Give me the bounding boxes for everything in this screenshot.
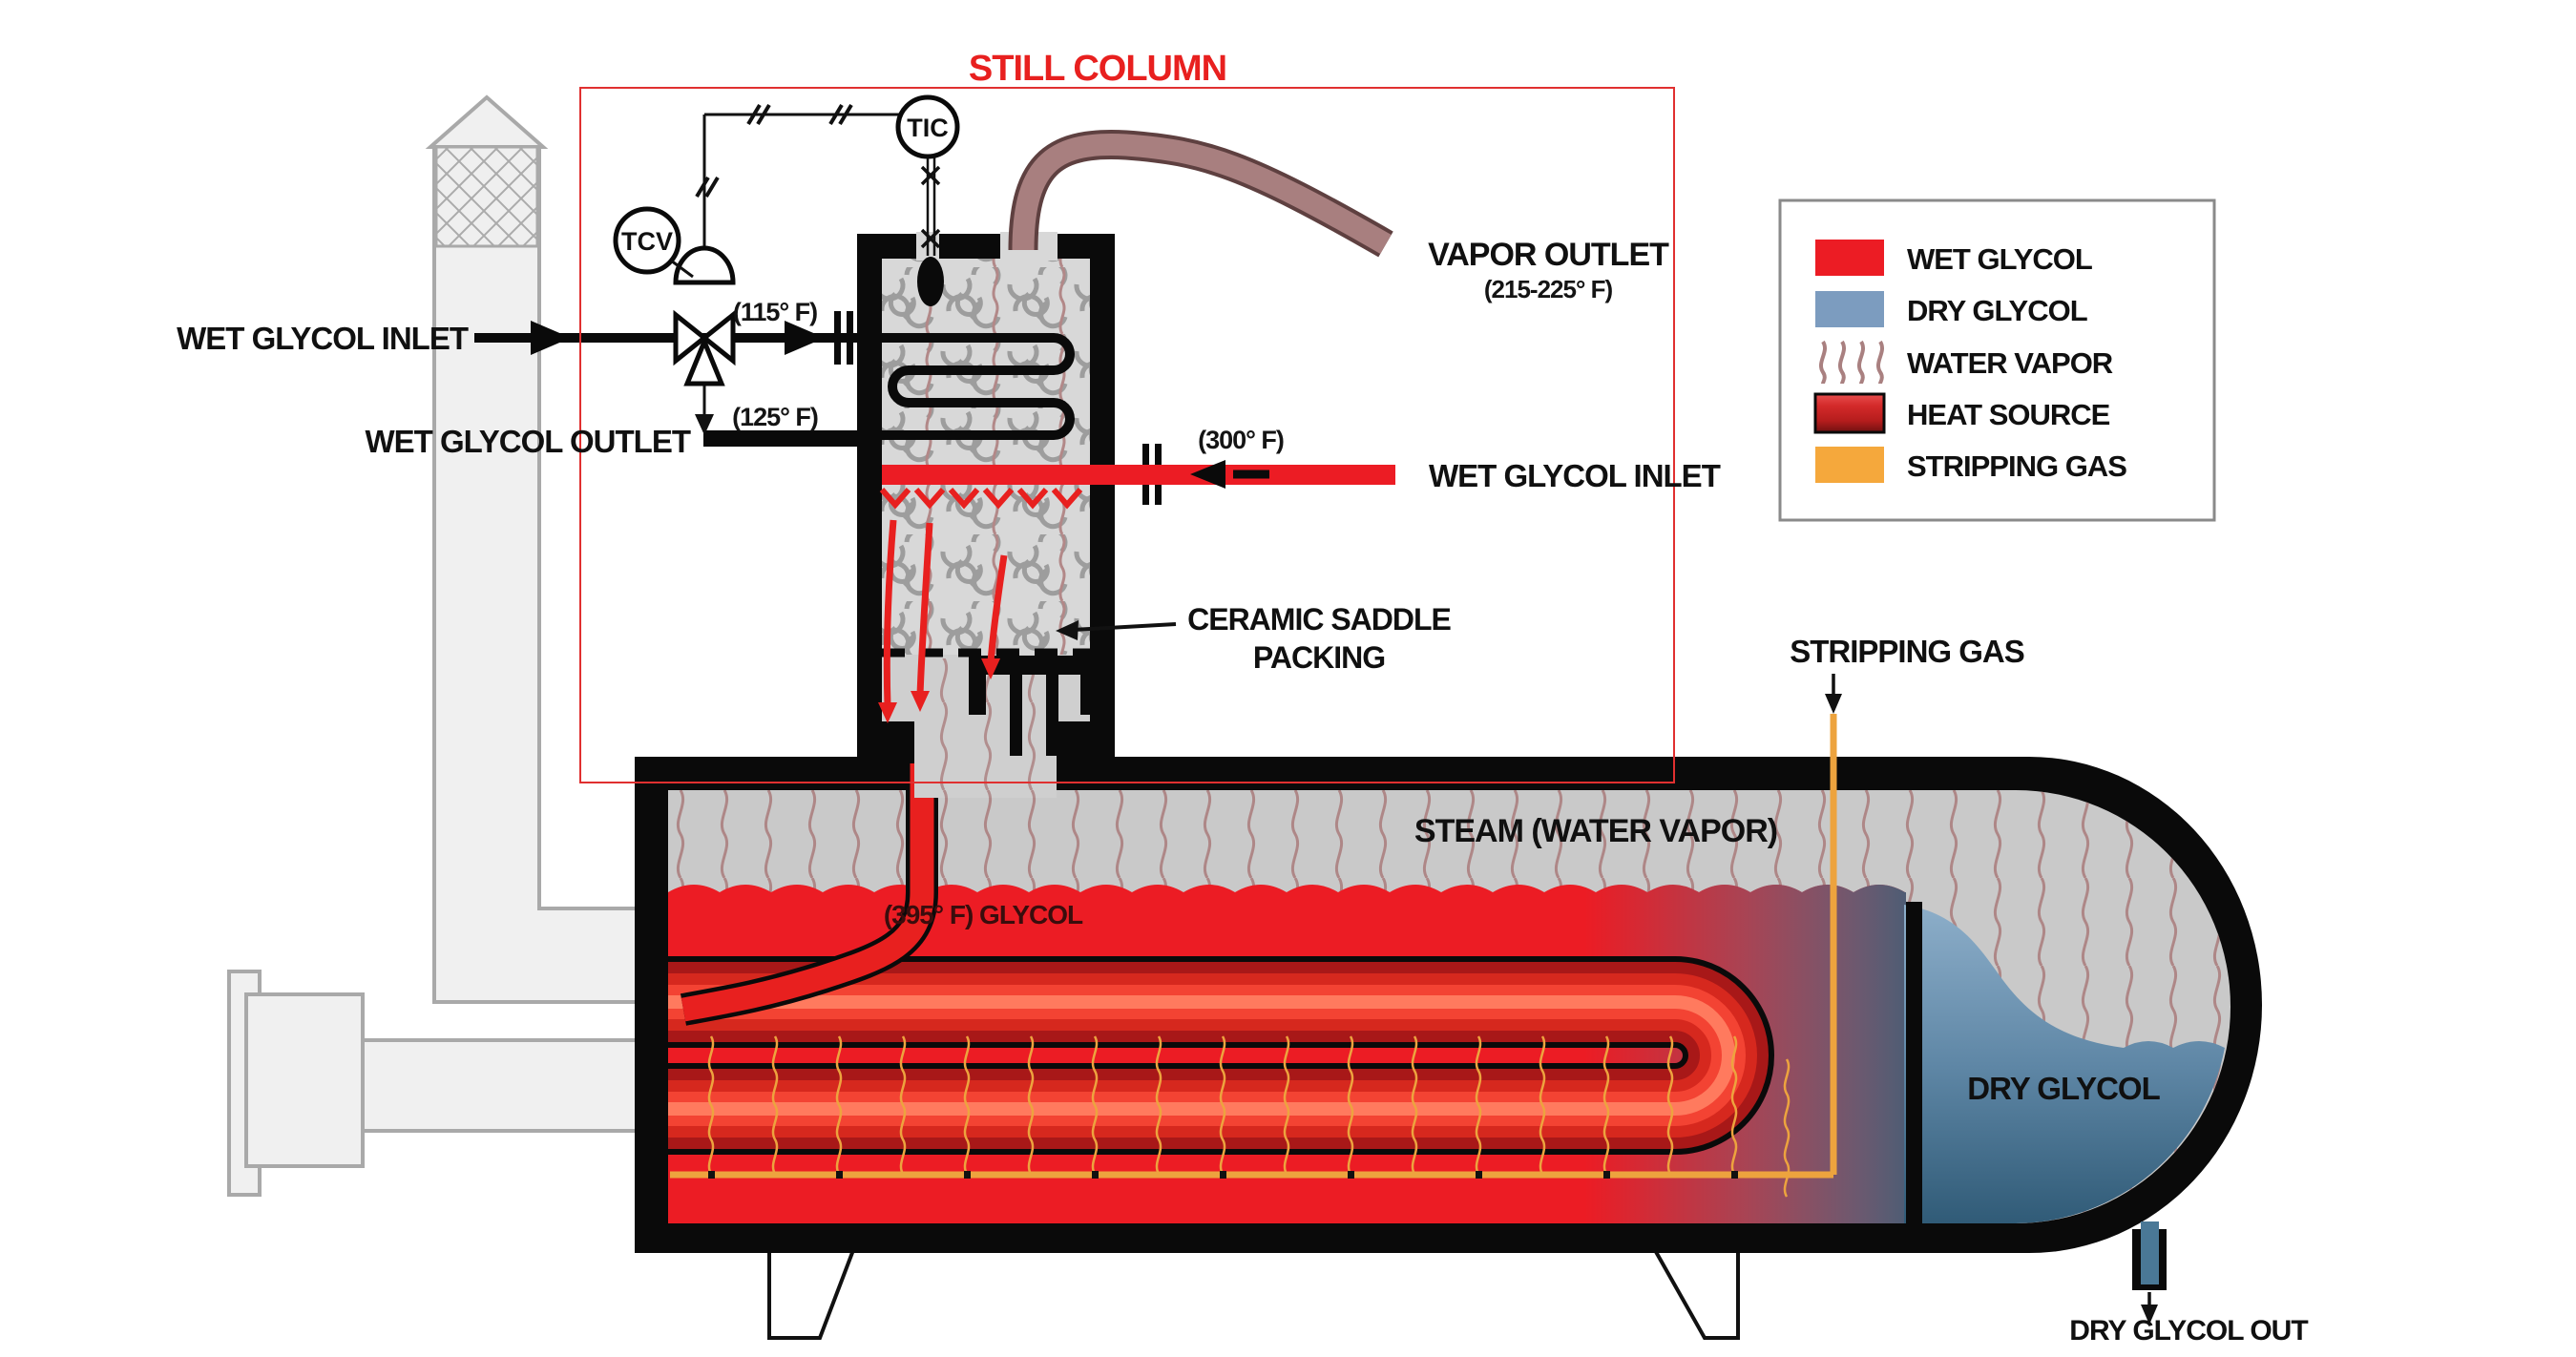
legend-label-water-vapor: WATER VAPOR bbox=[1907, 346, 2113, 380]
vapor-riser-hat bbox=[969, 656, 1098, 756]
right-inlet-pipe bbox=[1115, 460, 1395, 489]
glycol-downcomer bbox=[680, 714, 938, 1026]
vessel-leg-right bbox=[1651, 1248, 1740, 1340]
stripping-gas-sparger bbox=[670, 1034, 1833, 1199]
still-column bbox=[703, 232, 1395, 798]
legend-label-stripping-gas: STRIPPING GAS bbox=[1907, 449, 2126, 483]
burner-duct bbox=[361, 1038, 670, 1133]
burner-box bbox=[244, 992, 365, 1168]
reflux-arrows bbox=[878, 519, 1008, 723]
stripping-gas-label: STRIPPING GAS bbox=[1790, 634, 2024, 669]
reboiler-vessel bbox=[635, 714, 2262, 1290]
glycol-temp-label: (395° F) GLYCOL bbox=[884, 900, 1083, 929]
temperature-control-valve bbox=[673, 115, 736, 435]
tic-label: TIC bbox=[907, 114, 949, 142]
instrument-bubbles: TCV TIC bbox=[613, 94, 960, 279]
tcv-label: TCV bbox=[621, 227, 673, 256]
dry-glycol-out-label: DRY GLYCOL OUT bbox=[2069, 1315, 2308, 1347]
leader-arrows bbox=[1056, 620, 2158, 1325]
legend-swatch-stripping-gas bbox=[1815, 447, 1884, 483]
flow-arrow-right-icon bbox=[785, 321, 825, 355]
wet-glycol-inlet-left-label: WET GLYCOL INLET bbox=[177, 321, 469, 356]
wet-glycol-inlet-right-label: WET GLYCOL INLET bbox=[1429, 458, 1721, 493]
stack-mesh bbox=[434, 145, 539, 248]
inlet-piping bbox=[474, 321, 857, 447]
vessel-legs bbox=[767, 1248, 1740, 1340]
vapor-outlet-temp-label: (215-225° F) bbox=[1484, 275, 1613, 303]
dry-glycol-label: DRY GLYCOL bbox=[1967, 1071, 2160, 1106]
temperature-probe bbox=[917, 257, 944, 306]
reflux-coil bbox=[703, 333, 1075, 440]
stripping-gas-arrow-icon bbox=[1825, 694, 1842, 714]
signal-lines bbox=[695, 103, 944, 306]
legend-swatch-wet-glycol bbox=[1815, 240, 1884, 276]
fire-tube bbox=[668, 956, 1774, 1155]
legend-swatch-water-vapor bbox=[1819, 340, 1884, 385]
flow-arrow-left-icon bbox=[1190, 460, 1225, 489]
legend-swatch-dry-glycol bbox=[1815, 291, 1884, 327]
legend-label-heat-source: HEAT SOURCE bbox=[1907, 398, 2110, 431]
valve-actuator-dome bbox=[673, 245, 736, 285]
steam-label: STEAM (WATER VAPOR) bbox=[1414, 813, 1777, 849]
inlet-temp-label: (115° F) bbox=[733, 298, 817, 326]
ceramic-packing-arrow-icon bbox=[1056, 620, 1079, 640]
tic-bubble bbox=[895, 94, 960, 159]
burner-assembly bbox=[227, 970, 670, 1197]
column-packing bbox=[882, 259, 1090, 655]
ceramic-packing-label-2: PACKING bbox=[1253, 640, 1385, 675]
dry-glycol-liquid bbox=[1904, 905, 2225, 1223]
spray-chevrons bbox=[879, 488, 1083, 510]
ceramic-packing-label-1: CERAMIC SADDLE bbox=[1187, 602, 1451, 637]
vapor-outlet-label: VAPOR OUTLET bbox=[1428, 237, 1669, 273]
tcv-bubble bbox=[613, 206, 681, 275]
still-column-boundary bbox=[579, 87, 1675, 783]
stack-cap bbox=[425, 94, 549, 149]
outlet-temp-label: (125° F) bbox=[732, 403, 818, 431]
labels: STILL COLUMN WET GLYCOL INLET (115° F) W… bbox=[177, 49, 2309, 1347]
drain-nozzle bbox=[2132, 1221, 2167, 1290]
vapor-outlet-pipe bbox=[1008, 130, 1393, 258]
sparger-nozzles bbox=[708, 1171, 1738, 1179]
weir-baffle bbox=[1906, 902, 1922, 1223]
legend-label-dry-glycol: DRY GLYCOL bbox=[1907, 294, 2087, 327]
wet-glycol-outlet-label: WET GLYCOL OUTLET bbox=[365, 424, 690, 459]
stack-duct bbox=[432, 143, 670, 1004]
flow-arrow-right-icon bbox=[531, 321, 571, 355]
right-inlet-temp-label: (300° F) bbox=[1198, 426, 1284, 454]
legend-swatch-heat-source bbox=[1813, 392, 1886, 434]
dry-glycol-out-arrow-icon bbox=[2141, 1305, 2158, 1325]
legend: WET GLYCOL DRY GLYCOL WATER VAPOR HEAT S… bbox=[1778, 198, 2216, 522]
legend-label-wet-glycol: WET GLYCOL bbox=[1907, 242, 2092, 276]
vessel-leg-left bbox=[767, 1248, 856, 1340]
diagram-title: STILL COLUMN bbox=[969, 49, 1226, 89]
